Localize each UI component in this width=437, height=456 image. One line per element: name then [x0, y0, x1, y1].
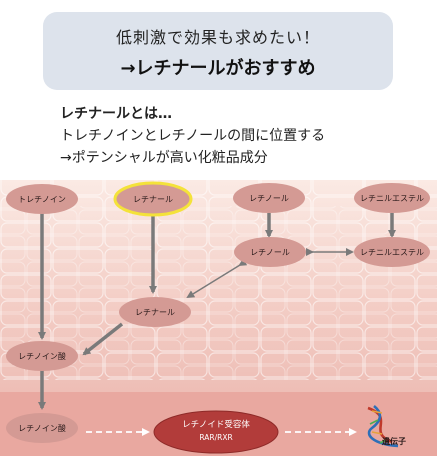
dna-icon	[367, 404, 399, 448]
node-retinoic-acid-2: レチノイン酸	[6, 413, 78, 443]
intro-text: レチナールとは… トレチノインとレチノールの間に位置する →ポテンシャルが高い化…	[60, 103, 325, 169]
banner-line-2: →レチナールがおすすめ	[120, 58, 316, 79]
node-retinol-top: レチノール	[233, 183, 305, 213]
intro-heading: レチナールとは…	[60, 106, 172, 122]
svg-text:RAR/RXR: RAR/RXR	[199, 433, 232, 442]
svg-text:レチナール: レチナール	[133, 195, 173, 204]
arrow-retinol-retinal	[186, 258, 248, 299]
svg-text:レチノイド受容体: レチノイド受容体	[182, 419, 250, 430]
headline-banner: 低刺激で効果も求めたい！ →レチナールがおすすめ	[43, 12, 393, 90]
node-retinyl-ester-mid: レチニルエステル	[354, 237, 430, 267]
svg-text:レチノール: レチノール	[249, 194, 289, 203]
svg-text:レチノール: レチノール	[250, 248, 290, 257]
arrow-retinal-acid	[82, 322, 124, 356]
retinoid-conversion-diagram: トレチノイン レチナール レチノール レチニルエステル レチノール レチニルエス…	[0, 180, 437, 456]
conversion-arrows	[38, 212, 396, 436]
node-retinyl-ester-top: レチニルエステル	[354, 183, 430, 213]
node-retinal-top: レチナール	[113, 181, 193, 217]
node-retinal-mid: レチナール	[119, 297, 191, 327]
svg-text:レチノイン酸: レチノイン酸	[18, 423, 66, 433]
node-tretinoin: トレチノイン	[6, 184, 78, 214]
node-retinol-mid: レチノール	[234, 237, 306, 267]
svg-text:レチニルエステル: レチニルエステル	[360, 194, 424, 203]
intro-line-2: →ポテンシャルが高い化粧品成分	[60, 150, 268, 166]
svg-text:レチニルエステル: レチニルエステル	[360, 248, 424, 257]
node-receptor: レチノイド受容体 RAR/RXR	[153, 410, 279, 454]
svg-text:レチナール: レチナール	[135, 308, 175, 317]
svg-text:レチノイン酸: レチノイン酸	[18, 351, 66, 361]
banner-line-1: 低刺激で効果も求めたい！	[115, 28, 320, 47]
svg-text:トレチノイン: トレチノイン	[18, 195, 66, 204]
intro-line-1: トレチノインとレチノールの間に位置する	[60, 128, 326, 144]
node-retinoic-acid-1: レチノイン酸	[6, 341, 78, 371]
gene-label: 遺伝子	[381, 436, 406, 446]
